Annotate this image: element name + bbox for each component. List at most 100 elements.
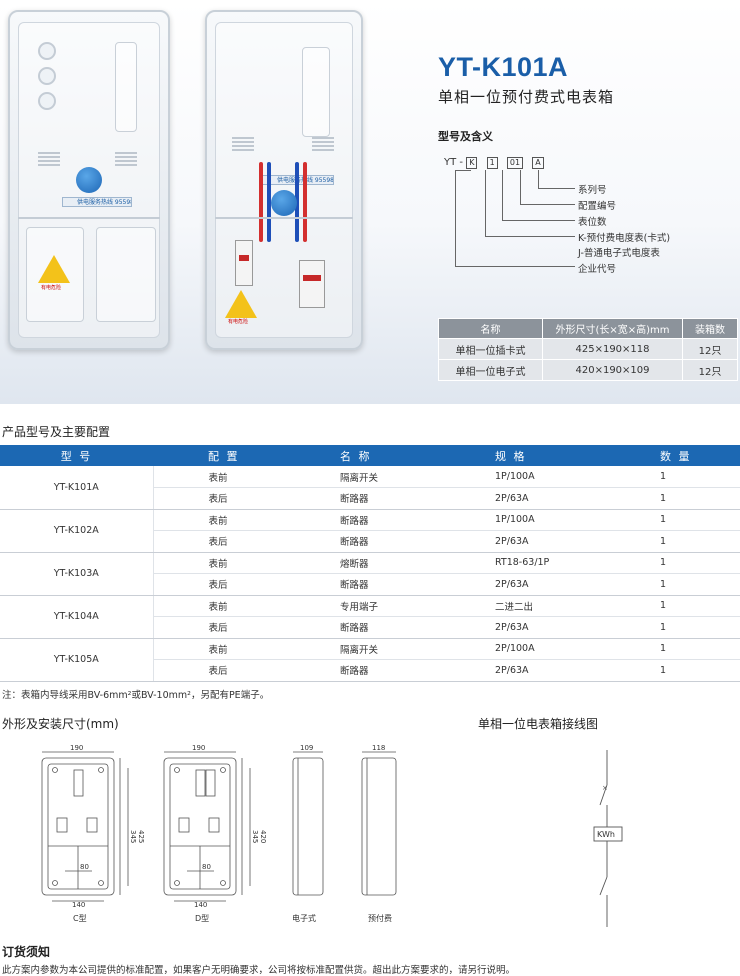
config-cell: 断路器 [340, 530, 495, 553]
config-cell: 表后 [153, 573, 340, 596]
card-slot-window [115, 42, 137, 132]
config-header: 数 量 [655, 445, 740, 466]
leader-line [455, 170, 456, 266]
config-cell: 1 [655, 487, 740, 510]
leader-line [485, 170, 486, 236]
config-cell: 1 [655, 552, 740, 574]
config-model-cell: YT-K104A [0, 595, 154, 639]
warning-icon [225, 290, 257, 318]
config-header: 规 格 [495, 445, 655, 466]
box-divider [18, 217, 160, 219]
config-cell: 熔断器 [340, 552, 495, 574]
config-cell: 表前 [153, 509, 340, 531]
config-cell: RT18-63/1P [495, 552, 655, 574]
spec-cell: 425×190×118 [542, 338, 683, 360]
model-code-prefix: YT - [444, 157, 464, 168]
legend-positions: 表位数 [578, 217, 607, 228]
config-header: 名 称 [340, 445, 495, 466]
spec-header: 外形尺寸(长×宽×高)mm [542, 318, 683, 339]
meter-box-photo-closed: 供电服务热线 95598 有电危险 [8, 10, 170, 350]
model-code-box: 1 [486, 157, 498, 169]
d-type-label: D型 [195, 914, 209, 923]
c-width-label: 190 [70, 744, 83, 752]
config-header-row: 型 号 配 置 名 称 规 格 数 量 [0, 445, 740, 466]
leader-line [502, 170, 503, 220]
service-label: 供电服务热线 95598 [62, 197, 132, 207]
seal-knob [76, 167, 102, 193]
warning-label: 有电危险 [228, 319, 249, 325]
leader-line [538, 188, 575, 189]
electronic-depth-label: 109 [300, 744, 313, 752]
knockout-hole [38, 67, 56, 85]
config-cell: 隔离开关 [340, 638, 495, 660]
leader-line [520, 204, 575, 205]
config-cell: 专用端子 [340, 595, 495, 617]
c-inner-height-label: 345 [129, 830, 137, 843]
prepaid-label: 预付费 [368, 913, 392, 923]
leader-line [455, 266, 575, 267]
order-text: 此方案内参数为本公司提供的标准配置，如果客户无明确要求，公司将按标准配置供货。超… [2, 965, 516, 976]
dimensions-title: 外形及安装尺寸(mm) [2, 717, 119, 731]
config-model-cell: YT-K101A [0, 466, 154, 510]
spec-row: 单相一位插卡式 425×190×118 12只 [438, 338, 738, 360]
config-cell: 2P/63A [495, 659, 655, 682]
model-meaning-heading: 型号及含义 [438, 130, 493, 143]
seal-knob [271, 190, 297, 216]
warning-label: 有电危险 [41, 285, 62, 291]
order-title: 订货须知 [2, 945, 51, 959]
c-type-drawing [41, 751, 129, 902]
legend-config: 配置编号 [578, 201, 617, 212]
model-code-box: 01 [506, 157, 524, 169]
meter-box-photo-open: 供电服务热线 95598 有电危险 [205, 10, 363, 350]
spec-row: 单相一位电子式 420×190×109 12只 [438, 359, 738, 381]
config-cell: 表前 [153, 595, 340, 617]
config-note: 注：表箱内导线采用BV-6mm²或BV-10mm²，另配有PE端子。 [2, 690, 270, 701]
config-cell: 表后 [153, 487, 340, 510]
config-cell: 1 [655, 595, 740, 617]
config-cell: 2P/100A [495, 638, 655, 660]
legend-company: 企业代号 [578, 264, 617, 275]
spec-header-row: 名称 外形尺寸(长×宽×高)mm 装箱数 [438, 318, 738, 339]
leader-line [538, 170, 539, 188]
switch-mark: × [602, 784, 608, 792]
spec-header: 名称 [438, 318, 543, 339]
d-inner-height-label: 345 [251, 830, 259, 843]
config-cell: 2P/63A [495, 487, 655, 510]
config-cell: 表后 [153, 530, 340, 553]
config-cell: 1 [655, 573, 740, 596]
c-type-label: C型 [73, 914, 87, 923]
side-electronic-drawing [292, 751, 324, 896]
config-cell: 表前 [153, 552, 340, 574]
leader-line [485, 236, 575, 237]
config-model-cell: YT-K105A [0, 638, 154, 682]
config-cell: 断路器 [340, 573, 495, 596]
spec-cell: 420×190×109 [542, 359, 683, 381]
vent-grille [38, 152, 60, 166]
knockout-hole [38, 92, 56, 110]
d-mid-label: 80 [202, 863, 211, 871]
d-width-label: 190 [192, 744, 205, 752]
config-cell: 表后 [153, 616, 340, 639]
box-divider [215, 217, 353, 219]
config-cell: 1 [655, 509, 740, 531]
legend-prepaid: K-预付费电度表(卡式) [578, 233, 671, 244]
config-cell: 隔离开关 [340, 466, 495, 488]
spec-cell: 12只 [682, 338, 738, 360]
live-wire [259, 162, 263, 242]
c-mid-label: 80 [80, 863, 89, 871]
neutral-wire [295, 162, 299, 242]
config-cell: 断路器 [340, 509, 495, 531]
wiring-title: 单相一位电表箱接线图 [478, 717, 599, 731]
config-model-cell: YT-K102A [0, 509, 154, 553]
config-cell: 表前 [153, 466, 340, 488]
spec-cell: 单相一位插卡式 [438, 338, 543, 360]
model-code-box: K [466, 157, 478, 169]
wiring-diagram: × KWh [593, 750, 623, 927]
config-cell: 断路器 [340, 659, 495, 682]
d-bottom-label: 140 [194, 901, 207, 909]
lower-window [96, 227, 156, 322]
